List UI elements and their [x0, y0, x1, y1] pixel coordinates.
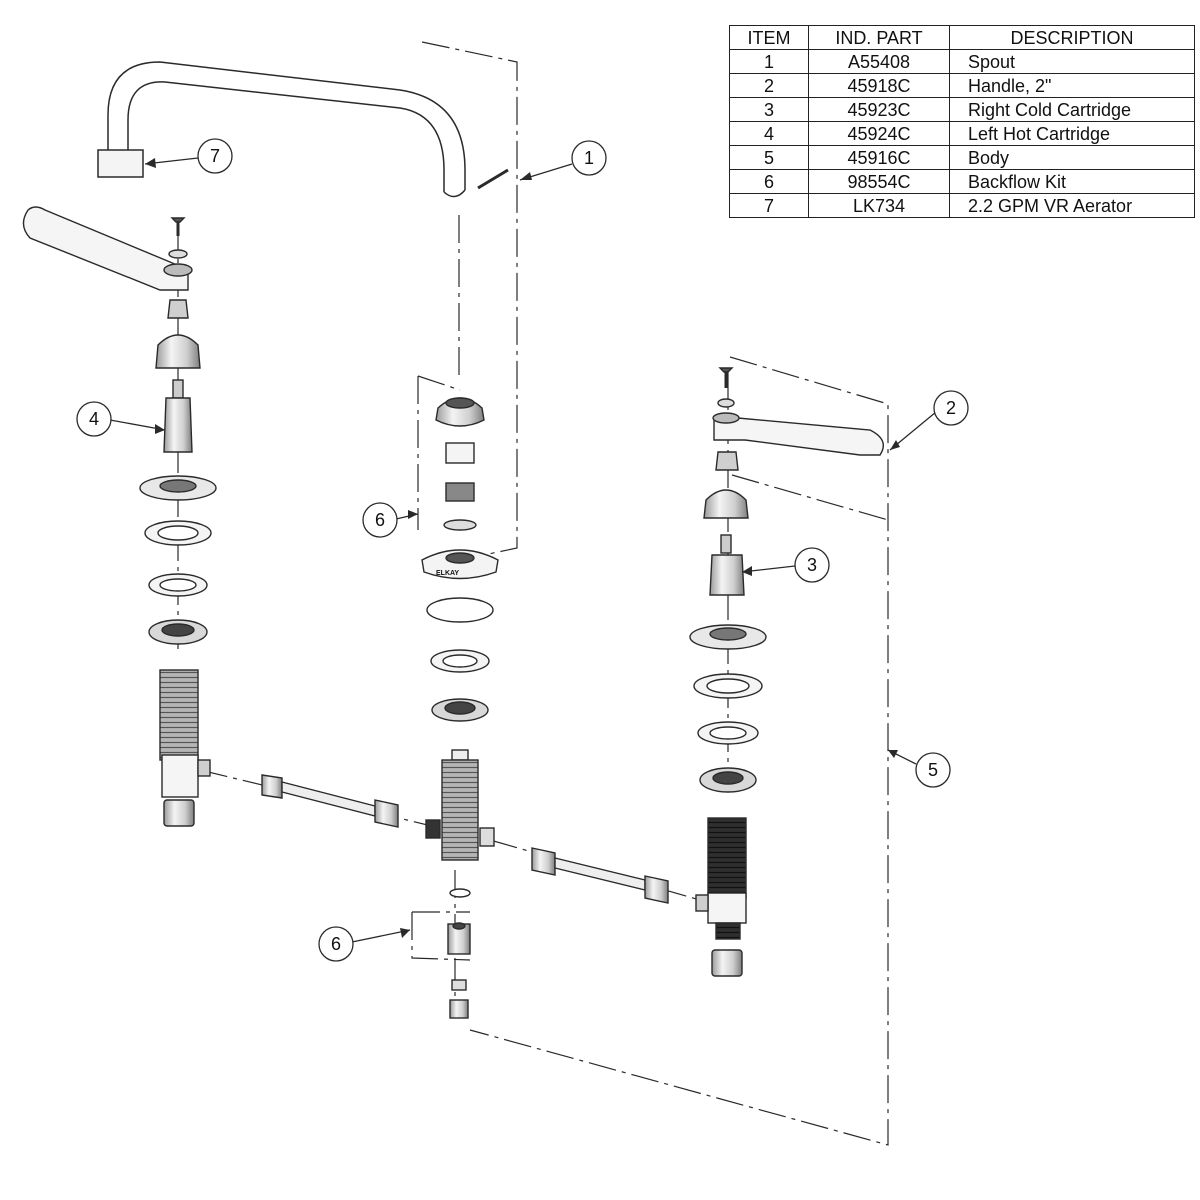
table-row: 3 45923C Right Cold Cartridge — [729, 97, 1195, 122]
cell-item: 1 — [729, 49, 809, 74]
callout-1-label: 1 — [584, 148, 594, 168]
cell-part: 45918C — [808, 73, 950, 98]
cell-part: 45924C — [808, 121, 950, 146]
svg-text:ELKAY: ELKAY — [436, 570, 459, 577]
cell-item: 7 — [729, 193, 809, 218]
callout-4: 4 — [76, 401, 112, 437]
table-row: 7 LK734 2.2 GPM VR Aerator — [729, 193, 1195, 218]
table-row: 4 45924C Left Hot Cartridge — [729, 121, 1195, 146]
callout-6-upper-label: 6 — [375, 510, 385, 530]
center-body — [425, 749, 495, 1019]
callout-5-label: 5 — [928, 760, 938, 780]
left-valve-body — [159, 669, 211, 827]
cell-description: Body — [949, 145, 1195, 170]
aerator — [97, 149, 144, 178]
cell-item: 2 — [729, 73, 809, 98]
callout-6-lower: 6 — [318, 926, 354, 962]
spout — [107, 61, 509, 198]
table-row: 2 45918C Handle, 2" — [729, 73, 1195, 98]
cell-description: Handle, 2" — [949, 73, 1195, 98]
callout-3: 3 — [794, 547, 830, 583]
header-ind-part: IND. PART — [808, 25, 950, 50]
header-description: DESCRIPTION — [949, 25, 1195, 50]
callout-2: 2 — [933, 390, 969, 426]
cell-item: 4 — [729, 121, 809, 146]
parts-table-header-row: ITEM IND. PART DESCRIPTION — [729, 25, 1195, 50]
right-handle-assembly — [689, 367, 884, 793]
callout-5: 5 — [915, 752, 951, 788]
cell-part: A55408 — [808, 49, 950, 74]
callout-7: 7 — [197, 138, 233, 174]
callout-6-lower-label: 6 — [331, 934, 341, 954]
callout-4-label: 4 — [89, 409, 99, 429]
parts-table: ITEM IND. PART DESCRIPTION 1 A55408 Spou… — [729, 25, 1195, 218]
cell-part: 45916C — [808, 145, 950, 170]
cell-part: 98554C — [808, 169, 950, 194]
callout-7-label: 7 — [210, 146, 220, 166]
center-backflow-kit: ELKAY — [421, 397, 499, 722]
callout-3-label: 3 — [807, 555, 817, 575]
cell-item: 5 — [729, 145, 809, 170]
cell-description: Right Cold Cartridge — [949, 97, 1195, 122]
callout-1: 1 — [571, 140, 607, 176]
leader-arrowheads — [145, 158, 900, 938]
cell-description: 2.2 GPM VR Aerator — [949, 193, 1195, 218]
right-valve-body — [695, 817, 747, 977]
cell-description: Backflow Kit — [949, 169, 1195, 194]
callout-2-label: 2 — [946, 398, 956, 418]
table-row: 5 45916C Body — [729, 145, 1195, 170]
table-row: 1 A55408 Spout — [729, 49, 1195, 74]
table-row: 6 98554C Backflow Kit — [729, 169, 1195, 194]
left-handle-assembly — [22, 206, 217, 645]
cell-item: 3 — [729, 97, 809, 122]
right-supply-hose — [531, 847, 669, 904]
cell-description: Left Hot Cartridge — [949, 121, 1195, 146]
header-item: ITEM — [729, 25, 809, 50]
left-supply-hose — [261, 774, 399, 828]
callout-6-upper: 6 — [362, 502, 398, 538]
cell-part: 45923C — [808, 97, 950, 122]
cell-item: 6 — [729, 169, 809, 194]
cell-description: Spout — [949, 49, 1195, 74]
cell-part: LK734 — [808, 193, 950, 218]
